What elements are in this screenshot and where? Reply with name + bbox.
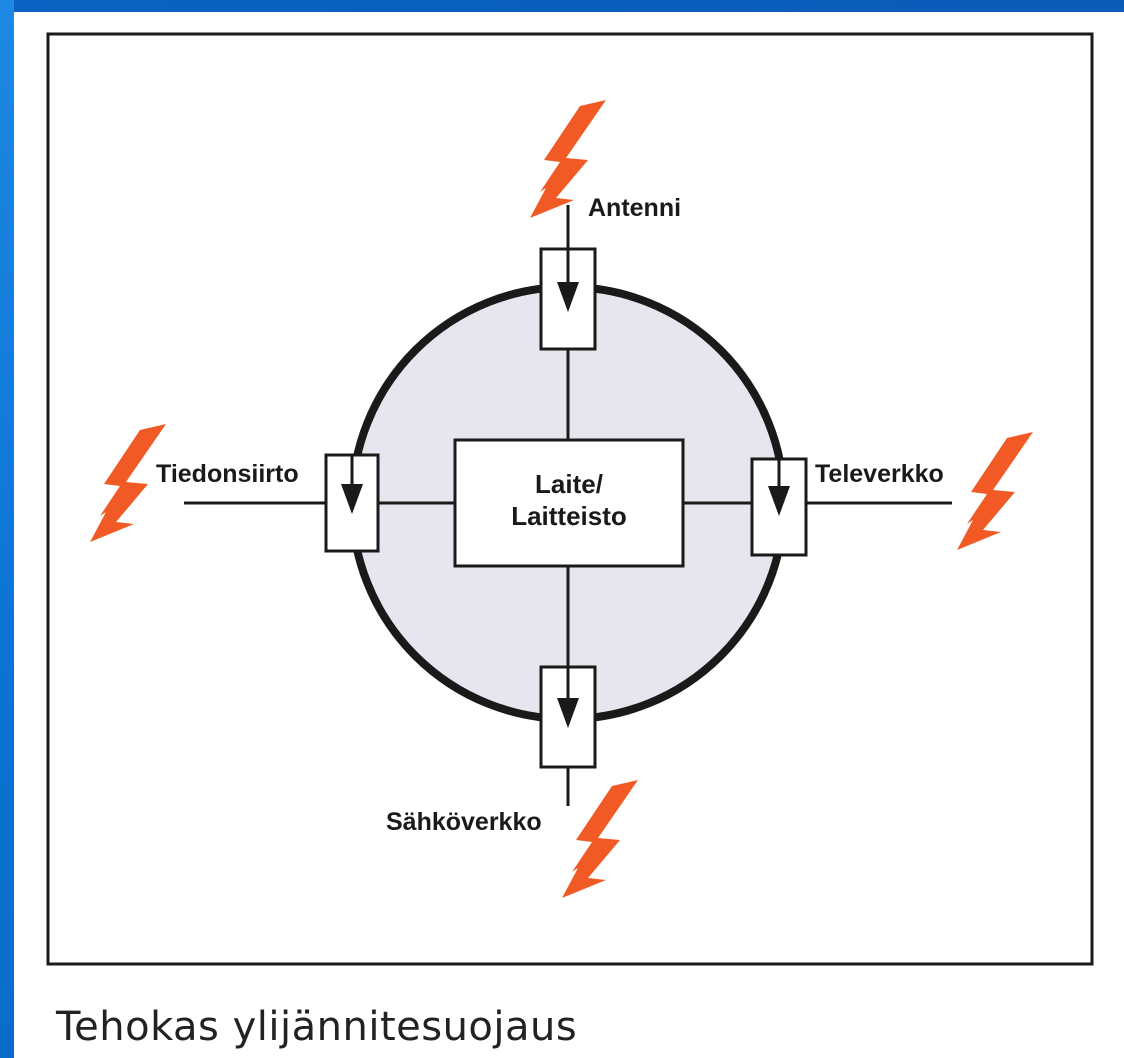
- surge-protector-arrow-icon: [768, 486, 790, 516]
- lightning-bolt-icon: [957, 432, 1033, 550]
- lightning-bolt-icon: [562, 780, 638, 898]
- label-tiedonsiirto: Tiedonsiirto: [156, 460, 299, 488]
- device-box: Laite/ Laitteisto: [453, 438, 685, 568]
- protector-right: [750, 457, 808, 557]
- lightning-bolt-icon: [90, 424, 166, 542]
- device-label-line1: Laite/: [535, 469, 603, 499]
- protector-top: [539, 247, 597, 351]
- protector-bottom: [539, 665, 597, 769]
- label-televerkko: Televerkko: [815, 460, 944, 488]
- device-label-line2: Laitteisto: [511, 501, 627, 531]
- left-accent-band: [0, 0, 14, 1058]
- surge-protector-arrow-icon: [557, 282, 579, 312]
- label-sahkoverkko: Sähköverkko: [386, 808, 542, 836]
- slide-caption: Tehokas ylijännitesuojaus: [56, 1004, 578, 1050]
- lightning-bolt-icon: [530, 100, 606, 218]
- label-antenni: Antenni: [588, 194, 681, 222]
- protector-left: [324, 453, 380, 553]
- surge-protector-arrow-icon: [341, 484, 363, 514]
- top-accent-band: [0, 0, 1124, 12]
- surge-protector-arrow-icon: [557, 698, 579, 728]
